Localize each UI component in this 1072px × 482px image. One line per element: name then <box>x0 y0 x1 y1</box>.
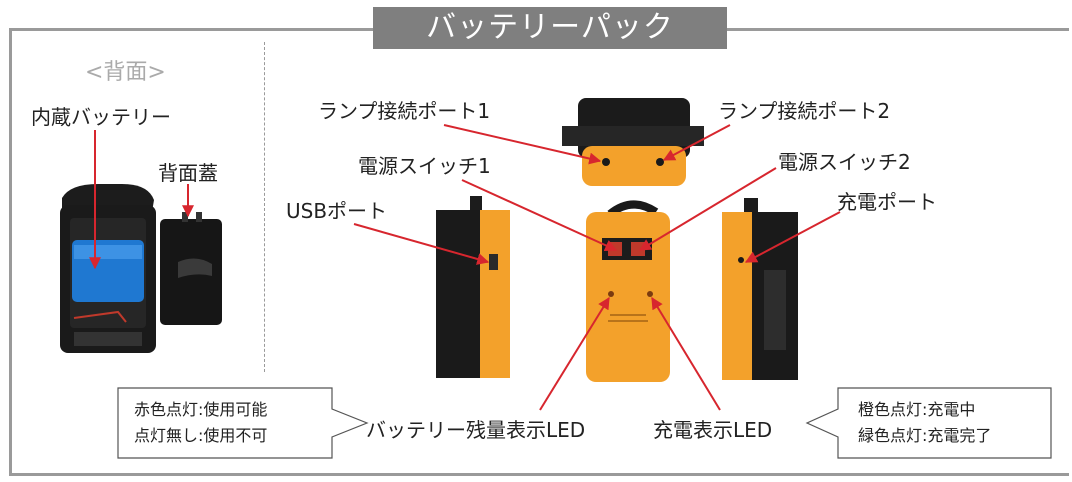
battery-led-callout: 赤色点灯:使用可能 点灯無し:使用不可 <box>117 387 371 459</box>
callout-box-left <box>117 387 369 459</box>
battery-led-callout-line2: 点灯無し:使用不可 <box>134 426 268 445</box>
charge-led-callout: 橙色点灯:充電中 緑色点灯:充電完了 <box>805 387 1053 459</box>
charge-led-callout-line2: 緑色点灯:充電完了 <box>858 426 992 445</box>
charge-led-label: 充電表示LED <box>653 418 773 442</box>
back-cover-label: 背面蓋 <box>158 161 218 185</box>
power-switch-1-label: 電源スイッチ1 <box>358 154 491 178</box>
section-divider <box>264 42 265 372</box>
charge-led-callout-line1: 橙色点灯:充電中 <box>858 400 976 419</box>
battery-led-callout-line1: 赤色点灯:使用可能 <box>134 400 268 419</box>
callout-box-right <box>805 387 1052 459</box>
charge-port-label: 充電ポート <box>837 190 937 214</box>
usb-port-label: USBポート <box>286 199 388 223</box>
battery-led-label: バッテリー残量表示LED <box>366 418 586 442</box>
power-switch-2-label: 電源スイッチ2 <box>778 150 911 174</box>
internal-battery-label: 内蔵バッテリー <box>31 105 171 129</box>
lamp-port-1-label: ランプ接続ポート1 <box>318 99 491 123</box>
page-title: バッテリーパック <box>426 10 674 45</box>
lamp-port-2-label: ランプ接続ポート2 <box>718 99 891 123</box>
back-section-heading: <背面> <box>85 60 166 85</box>
title-band: バッテリーパック <box>373 7 727 49</box>
